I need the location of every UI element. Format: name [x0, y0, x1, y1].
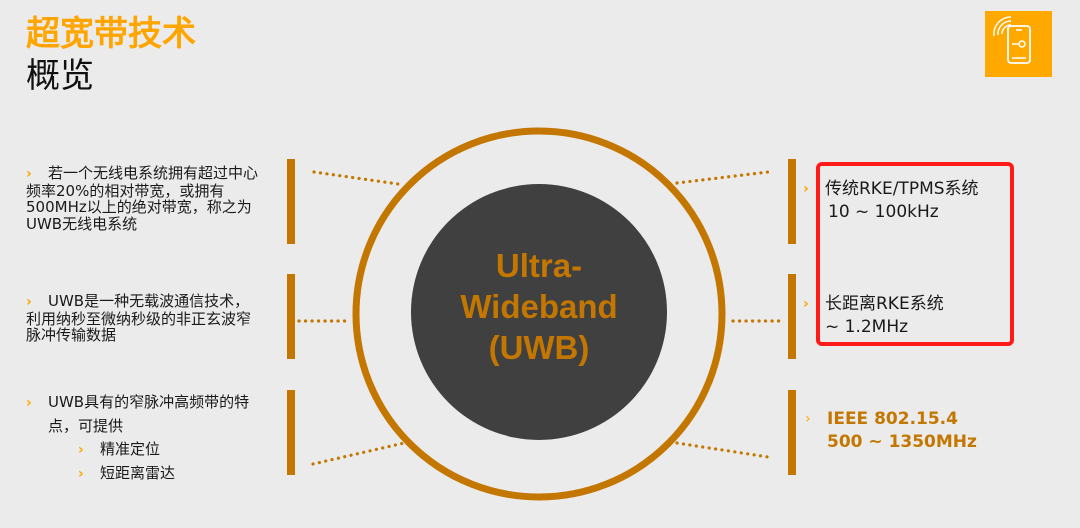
connector-right-bottom [675, 441, 770, 459]
smartphone-key-wireless-icon [993, 16, 1031, 64]
chevron-right-icon: › [26, 294, 32, 310]
right-bar-3 [788, 390, 796, 475]
chevron-right-icon: › [78, 466, 84, 482]
chevron-right-icon: › [26, 166, 32, 182]
left-bar-3 [287, 390, 295, 475]
chevron-right-icon: › [803, 296, 809, 312]
left-item-3: ›UWB具有的窄脉冲高频带的特 点，可提供 ›精准定位 ›短距离雷达 [26, 391, 286, 486]
sub-item-positioning: ›精准定位 [26, 438, 286, 462]
page-title: 超宽带技术 [26, 14, 196, 54]
chevron-right-icon: › [26, 395, 32, 411]
right-bar-1 [788, 159, 796, 244]
left-bar-2 [287, 274, 295, 359]
right-item-1: › 传统RKE/TPMS系统 10 ~ 100kHz [803, 179, 979, 222]
chevron-right-icon: › [803, 181, 809, 197]
connector-left-top [312, 170, 400, 186]
center-label-line1: Ultra- [495, 247, 583, 284]
left-item-1: ›若一个无线电系统拥有超过中心 频率20%的相对带宽，或拥有 500MHz以上的… [26, 164, 259, 233]
connector-right-top [675, 170, 770, 185]
page-subtitle: 概览 [26, 56, 94, 96]
chevron-right-icon: › [805, 411, 811, 427]
highlight-box-rke [816, 162, 1014, 346]
chevron-right-icon: › [78, 442, 84, 458]
center-label-line3: (UWB) [488, 329, 590, 366]
connector-left-bottom [311, 441, 406, 466]
outer-ring [352, 127, 726, 501]
center-label-line2: Wideband [460, 288, 618, 325]
sub-item-radar: ›短距离雷达 [26, 462, 286, 486]
right-item-2: › 长距离RKE系统 ~ 1.2MHz [803, 294, 944, 337]
center-label: Ultra- Wideband (UWB) [411, 245, 667, 368]
inner-circle [411, 184, 667, 440]
right-bar-2 [788, 274, 796, 359]
left-item-2: ›UWB是一种无载波通信技术， 利用纳秒至微纳秒级的非正玄波窄 脉冲传输数据 [26, 292, 252, 344]
right-item-3: › IEEE 802.15.4 500 ~ 1350MHz [805, 409, 977, 452]
logo-badge [985, 11, 1052, 77]
left-bar-1 [287, 159, 295, 244]
